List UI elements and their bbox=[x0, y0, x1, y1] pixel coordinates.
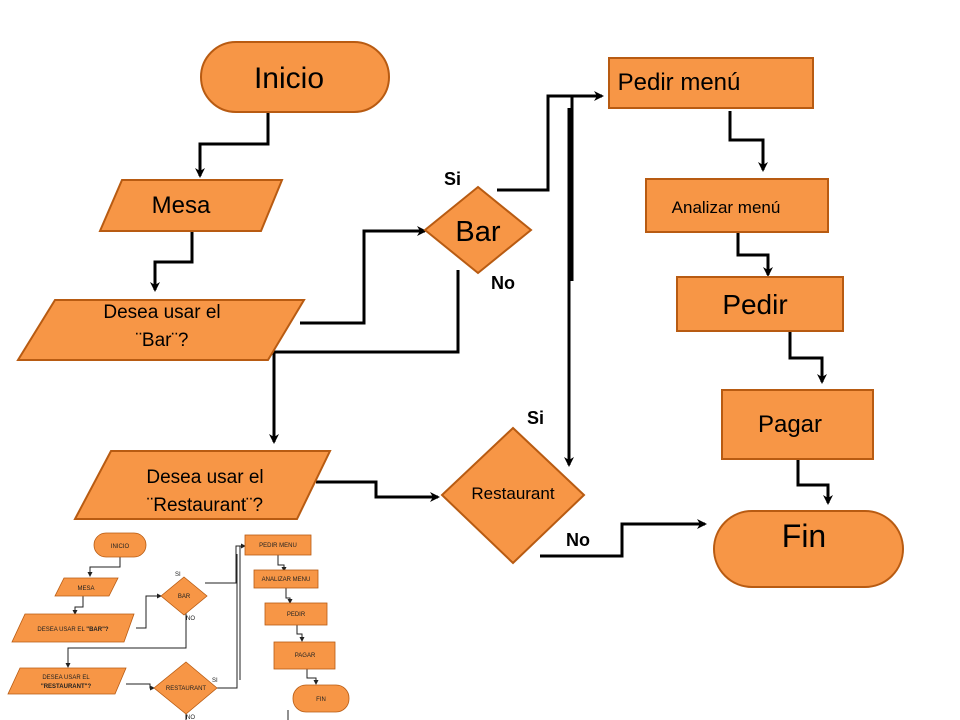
thumb-rest-no: NO bbox=[186, 715, 195, 720]
pagar-label: Pagar bbox=[758, 411, 822, 438]
edge-bar-no-desea-rest bbox=[269, 270, 460, 444]
bar-no-label: No bbox=[491, 273, 515, 293]
thumb-fin-label: FIN bbox=[316, 697, 326, 703]
thumbnail-flowchart: INICIO MESA DESEA USAR EL "BAR"? BAR SI … bbox=[7, 532, 350, 720]
desea-bar-line2: ¨Bar¨? bbox=[136, 330, 189, 351]
thumb-bar-no: NO bbox=[186, 616, 195, 622]
thumb-mesa-label: MESA bbox=[77, 586, 94, 592]
edge-analizar-pedir bbox=[736, 233, 773, 277]
bar-label: Bar bbox=[455, 216, 500, 248]
node-pagar: Pagar bbox=[721, 389, 874, 460]
thumb-restaurant-label: RESTAURANT bbox=[166, 686, 207, 692]
edge-inicio-mesa bbox=[195, 112, 270, 178]
inicio-label: Inicio bbox=[254, 62, 324, 95]
restaurant-no-label: No bbox=[566, 530, 590, 550]
edge-bar-si-pedir-menu bbox=[497, 91, 604, 192]
restaurant-label: Restaurant bbox=[471, 484, 554, 503]
edge-desea-rest-restaurant bbox=[316, 480, 440, 502]
thumb-rest-si: SI bbox=[212, 678, 218, 684]
node-fin: Fin bbox=[713, 510, 904, 588]
thumb-pedir-label: PEDIR bbox=[287, 612, 306, 618]
analizar-menu-label: Analizar menú bbox=[672, 198, 781, 217]
thumb-pedir-menu-label: PEDIR MENU bbox=[259, 543, 297, 549]
node-mesa: Mesa bbox=[98, 179, 284, 232]
thumb-inicio-label: INICIO bbox=[111, 544, 130, 550]
edge-restaurant-si-pedir-menu bbox=[569, 96, 572, 465]
node-inicio: Inicio bbox=[200, 41, 390, 113]
bar-si-label: Si bbox=[444, 169, 461, 189]
node-pedir-menu: Pedir menú bbox=[608, 57, 814, 109]
fin-label: Fin bbox=[782, 518, 826, 554]
desea-bar-line1: Desea usar el bbox=[103, 302, 220, 323]
pedir-label: Pedir bbox=[722, 289, 787, 320]
edge-desea-bar-to-bar bbox=[300, 226, 427, 325]
node-pedir: Pedir bbox=[676, 276, 844, 332]
edge-mesa-desea-bar bbox=[150, 231, 194, 292]
desea-rest-line1: Desea usar el bbox=[146, 467, 263, 488]
edge-pedir-pagar bbox=[788, 331, 827, 384]
node-restaurant: Restaurant bbox=[440, 426, 586, 565]
thumb-analizar-menu-label: ANALIZAR MENU bbox=[262, 577, 311, 583]
mesa-label: Mesa bbox=[152, 192, 211, 219]
node-analizar-menu: Analizar menú bbox=[645, 178, 829, 233]
thumb-desea-bar-line1: DESEA USAR EL "BAR"? bbox=[37, 627, 108, 633]
desea-rest-line2: ¨Restaurant¨? bbox=[147, 495, 263, 516]
edge-restaurant-no-fin bbox=[540, 519, 707, 558]
edge-pedir-menu-analizar bbox=[728, 111, 768, 172]
restaurant-si-label: Si bbox=[527, 408, 544, 428]
thumb-desea-rest-line1: DESEA USAR EL bbox=[42, 675, 90, 681]
node-bar: Bar bbox=[423, 185, 533, 275]
thumb-pagar-label: PAGAR bbox=[295, 653, 316, 659]
node-desea-bar: Desea usar el ¨Bar¨? bbox=[16, 299, 306, 361]
pedir-menu-label: Pedir menú bbox=[618, 69, 741, 96]
thumb-bar-label: BAR bbox=[178, 594, 191, 600]
node-desea-restaurant: Desea usar el ¨Restaurant¨? bbox=[73, 450, 332, 520]
thumb-bar-si: SI bbox=[175, 572, 181, 578]
thumb-desea-rest-line2: "RESTAURANT"? bbox=[41, 684, 92, 690]
connectors bbox=[150, 91, 833, 558]
edge-pagar-fin bbox=[796, 459, 833, 505]
